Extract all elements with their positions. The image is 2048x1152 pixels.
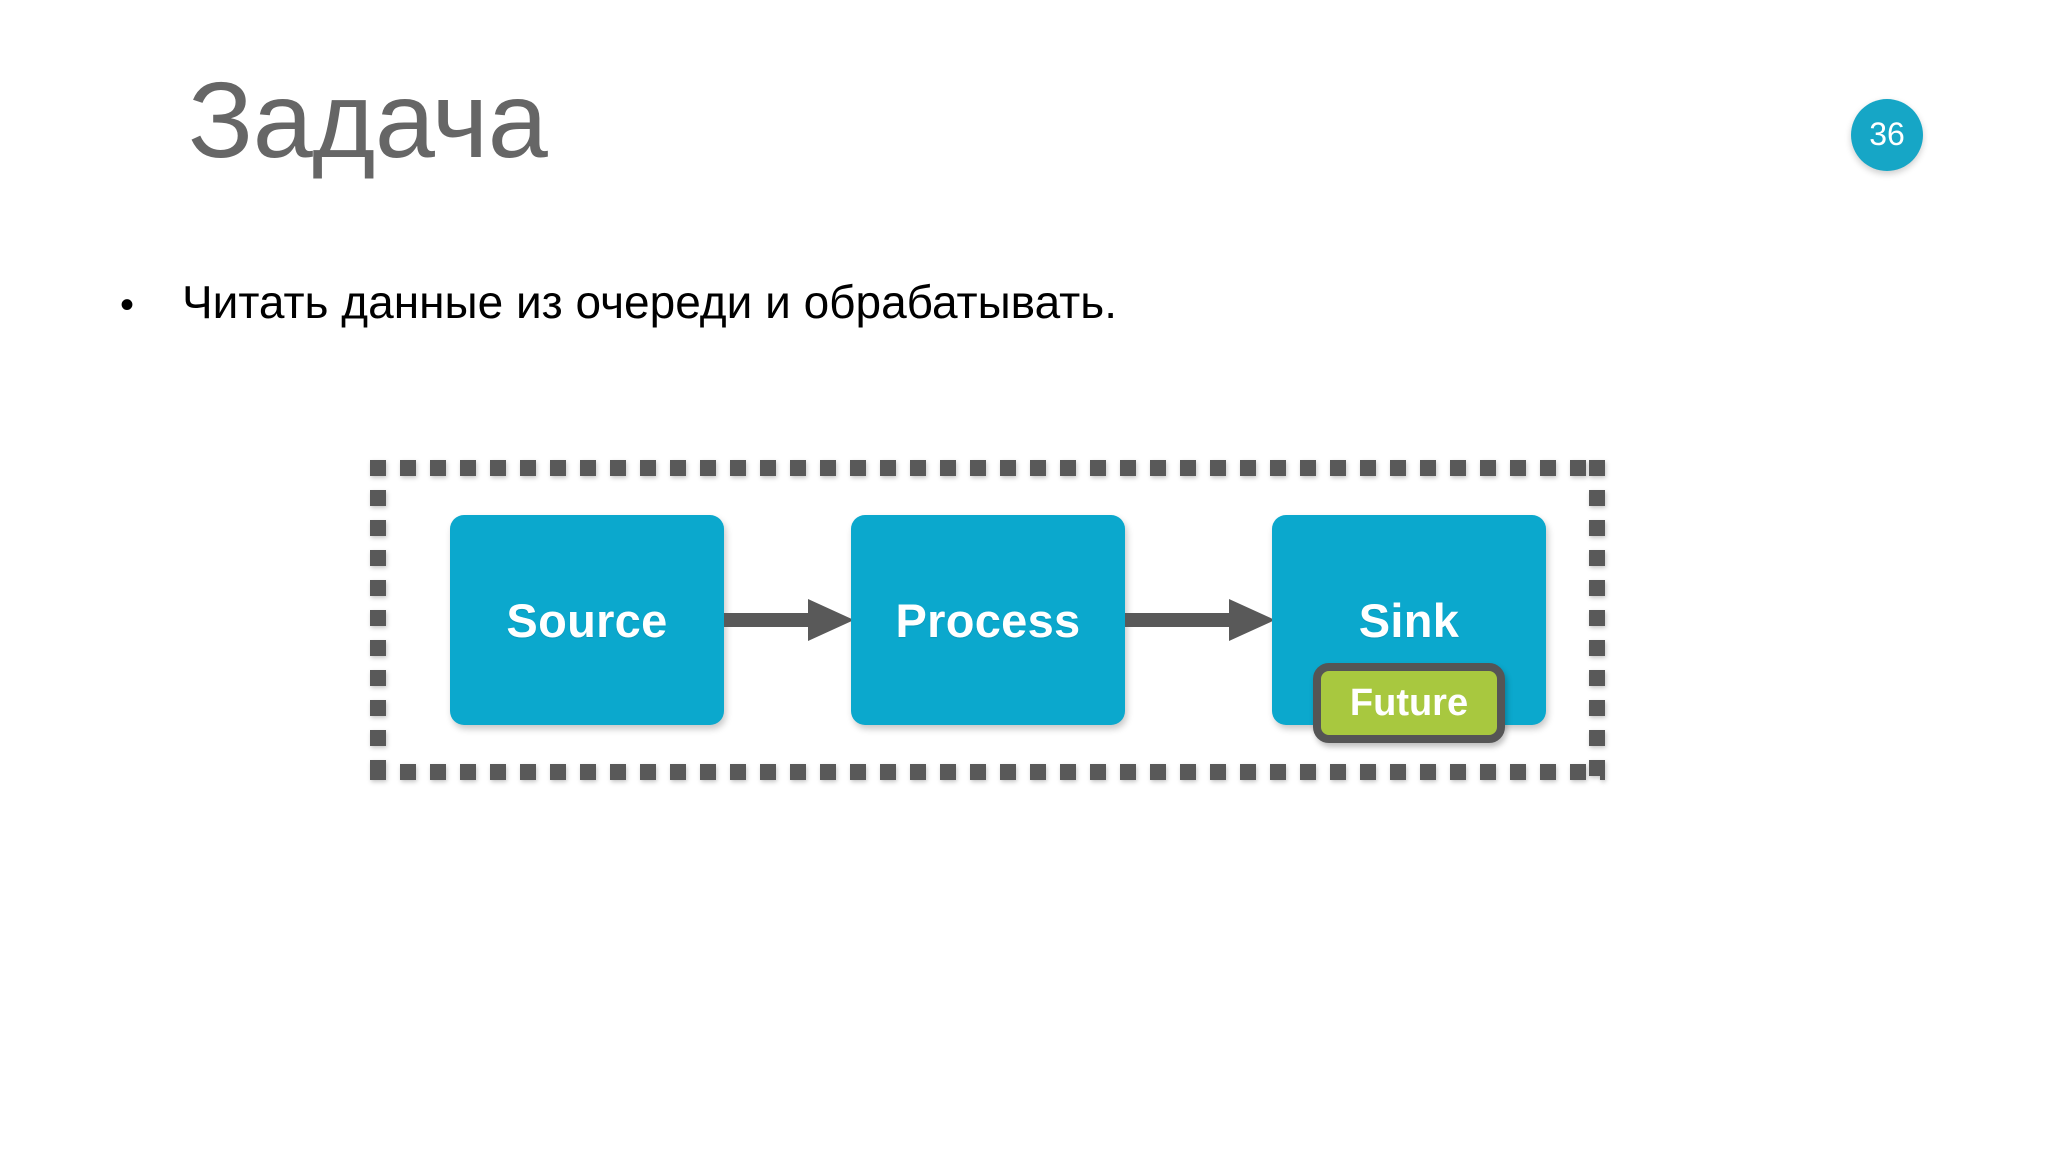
- page-number-label: 36: [1869, 116, 1905, 152]
- future-badge[interactable]: Future: [1313, 663, 1505, 743]
- diagram-node-sink-label: Sink: [1358, 593, 1460, 647]
- arrow-source-to-process-icon: [724, 599, 854, 641]
- diagram-node-process[interactable]: Process: [851, 515, 1125, 725]
- diagram-node-source-label: Source: [506, 593, 668, 647]
- bullet-item: • Читать данные из очереди и обрабатыват…: [120, 276, 1117, 329]
- page-title: Задача: [188, 59, 548, 180]
- pipeline-diagram: Source Process Sink Future: [370, 460, 1610, 785]
- diagram-node-source[interactable]: Source: [450, 515, 724, 725]
- bullet-marker-icon: •: [120, 283, 135, 327]
- page-number-badge: 36: [1851, 99, 1923, 171]
- future-badge-label: Future: [1349, 682, 1469, 724]
- bullet-text: Читать данные из очереди и обрабатывать.: [182, 276, 1117, 328]
- diagram-node-process-label: Process: [895, 593, 1081, 647]
- arrow-process-to-sink-icon: [1125, 599, 1275, 641]
